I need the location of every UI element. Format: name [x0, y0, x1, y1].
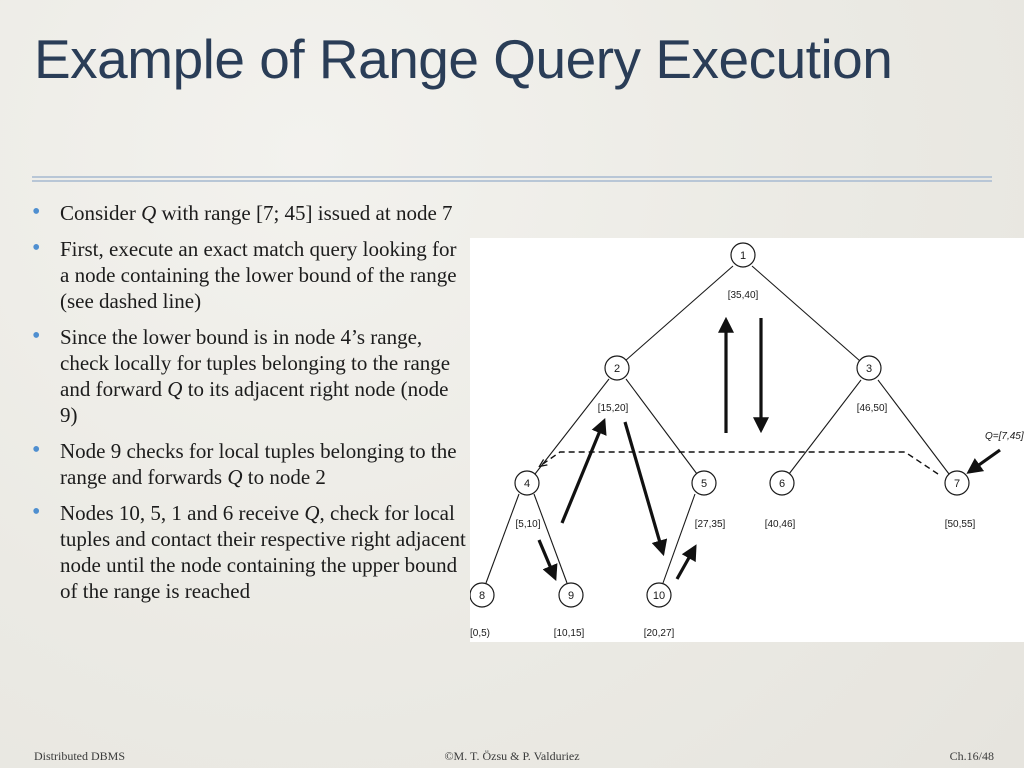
edge-3-6: [788, 379, 862, 475]
bullet-dot-icon: •: [32, 437, 41, 463]
bullet-item: • First, execute an exact match query lo…: [30, 236, 470, 314]
node-id: 3: [866, 363, 872, 375]
slide-title: Example of Range Query Execution: [34, 28, 893, 90]
tree-node-4: 4: [514, 470, 540, 496]
edge-1-2: [624, 265, 734, 362]
exact-match-dashed-path: [540, 451, 939, 475]
tree-node-1: 1: [730, 242, 756, 268]
node-range-label: [40,46]: [765, 519, 796, 530]
bullet-dot-icon: •: [32, 499, 41, 525]
bullet-item: • Consider Q with range [7; 45] issued a…: [30, 200, 470, 226]
bullet-text: First, execute an exact match query look…: [60, 237, 457, 313]
tree-node-10: 10: [646, 582, 672, 608]
bullet-item: • Nodes 10, 5, 1 and 6 receive Q, check …: [30, 500, 470, 604]
node-range-label: [5,10]: [515, 519, 540, 530]
tree-node-9: 9: [558, 582, 584, 608]
node-id: 1: [740, 250, 746, 262]
bullet-item: • Since the lower bound is in node 4’s r…: [30, 324, 470, 428]
arrow-node2-to-node10: [623, 421, 668, 557]
bullet-list: • Consider Q with range [7; 45] issued a…: [30, 200, 470, 614]
node-id: 5: [701, 478, 707, 490]
node-range-label: [20,27]: [644, 628, 675, 639]
node-id: 6: [779, 478, 785, 490]
bullet-text: Nodes 10, 5, 1 and 6 receive Q, check fo…: [60, 501, 466, 603]
node-id: 8: [479, 590, 485, 602]
edge-2-4: [534, 378, 610, 475]
query-label: Q=[7,45]: [985, 431, 1024, 442]
tree-node-7: 7: [944, 470, 970, 496]
arrow-node4-to-node9: [537, 539, 558, 581]
arrow-node9-to-node2: [560, 418, 607, 524]
bullet-text: Node 9 checks for local tuples belonging…: [60, 439, 457, 489]
node-id: 2: [614, 363, 620, 375]
title-divider-bottom: [32, 180, 992, 182]
arrow-query-to-node7: [966, 448, 1001, 474]
bullet-item: • Node 9 checks for local tuples belongi…: [30, 438, 470, 490]
tree-node-8: 8: [470, 582, 495, 608]
node-id: 10: [653, 590, 665, 602]
tree-node-5: 5: [691, 470, 717, 496]
footer-course-name: Distributed DBMS: [34, 749, 126, 763]
edge-4-9: [533, 493, 568, 584]
node-range-label: [0,5): [470, 628, 490, 639]
node-range-label: [27,35]: [695, 519, 726, 530]
edge-1-3: [751, 265, 861, 362]
node-id: 9: [568, 590, 574, 602]
edge-5-10: [662, 493, 696, 584]
tree-diagram: Q=[7,45] 1 2 3 4 5 6 7: [470, 238, 1024, 642]
tree-node-6: 6: [769, 470, 795, 496]
footer-copyright: ©M. T. Özsu & P. Valduriez: [444, 749, 580, 763]
edge-3-7: [877, 379, 950, 475]
tree-diagram-svg: Q=[7,45] 1 2 3 4 5 6 7: [470, 242, 1024, 639]
node-range-label: [50,55]: [945, 519, 976, 530]
node-range-label: [15,20]: [598, 403, 629, 414]
node-id: 7: [954, 478, 960, 490]
bullet-text: Consider Q with range [7; 45] issued at …: [60, 201, 453, 225]
bullet-dot-icon: •: [32, 235, 41, 261]
tree-node-2: 2: [604, 355, 630, 381]
title-divider-top: [32, 176, 992, 178]
bullet-dot-icon: •: [32, 199, 41, 225]
node-range-label: [46,50]: [857, 403, 888, 414]
bullet-text: Since the lower bound is in node 4’s ran…: [60, 325, 451, 427]
edge-4-8: [485, 493, 520, 584]
node-id: 4: [524, 478, 530, 490]
node-range-label: [35,40]: [728, 290, 759, 301]
arrow-node10-to-node5: [675, 544, 697, 580]
bullet-dot-icon: •: [32, 323, 41, 349]
tree-node-3: 3: [856, 355, 882, 381]
footer-page-number: Ch.16/48: [949, 749, 994, 763]
edge-2-5: [625, 378, 698, 475]
node-range-label: [10,15]: [554, 628, 585, 639]
